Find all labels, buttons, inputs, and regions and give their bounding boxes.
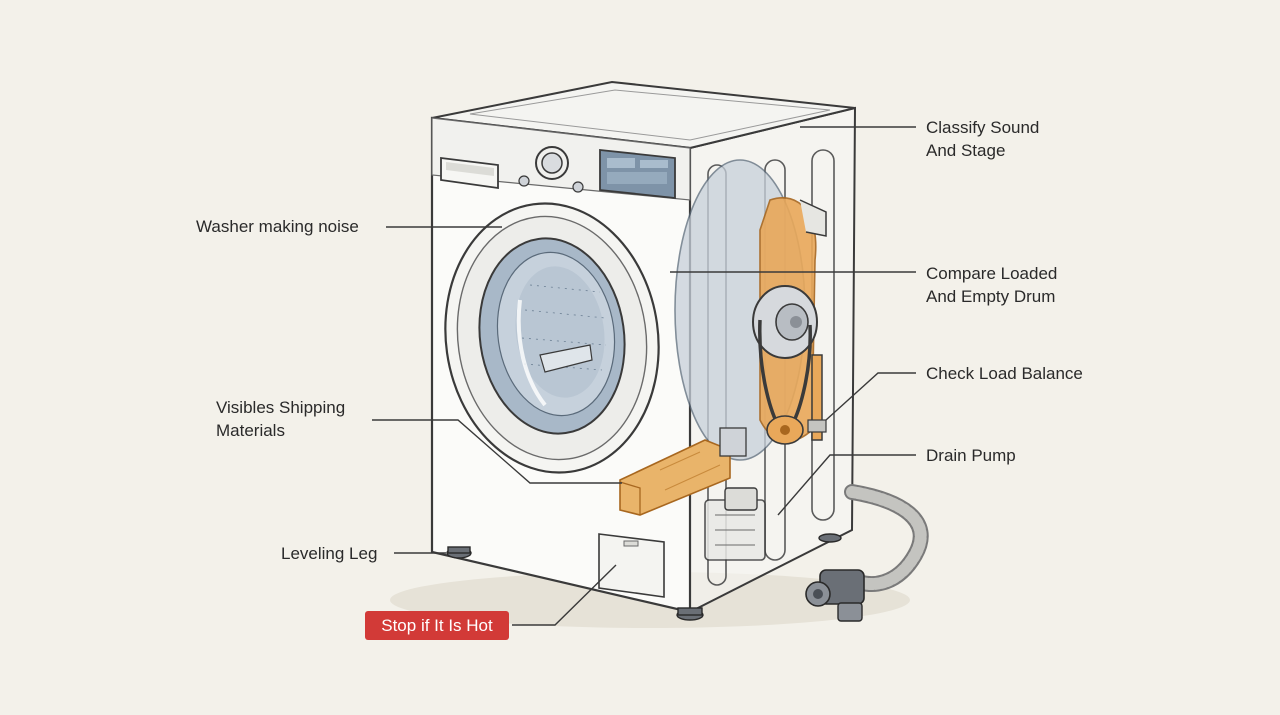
inlet-valve bbox=[807, 354, 827, 441]
control-knob bbox=[518, 146, 584, 193]
detergent-drawer bbox=[440, 156, 499, 190]
leader-lines bbox=[372, 126, 916, 626]
leveling-leg-icon bbox=[446, 533, 842, 621]
filter-access-panel bbox=[598, 533, 665, 598]
drain-pump-icon bbox=[704, 487, 766, 561]
label-leveling-leg: Leveling Leg bbox=[281, 544, 378, 563]
label-shipping-materials: Visibles Shipping Materials bbox=[216, 398, 346, 440]
label-load-balance: Check Load Balance bbox=[926, 364, 1083, 383]
leader-shipping bbox=[372, 419, 622, 484]
label-washer-noise: Washer making noise bbox=[196, 217, 359, 236]
door bbox=[444, 202, 660, 474]
leader-stop-hot bbox=[512, 564, 617, 626]
label-drain-pump: Drain Pump bbox=[926, 446, 1016, 465]
shipping-block bbox=[619, 427, 747, 516]
label-compare-drum: Compare Loaded And Empty Drum bbox=[926, 264, 1058, 306]
drain-hose-icon bbox=[805, 484, 929, 622]
drive-pulley bbox=[752, 285, 818, 445]
pump-fitting bbox=[805, 569, 865, 622]
label-classify-sound: Classify Sound And Stage bbox=[926, 118, 1040, 160]
leader-drain bbox=[777, 454, 916, 516]
control-display bbox=[599, 148, 676, 200]
leader-balance bbox=[825, 372, 916, 421]
stop-if-hot-warning[interactable]: Stop if It Is Hot bbox=[365, 611, 509, 640]
